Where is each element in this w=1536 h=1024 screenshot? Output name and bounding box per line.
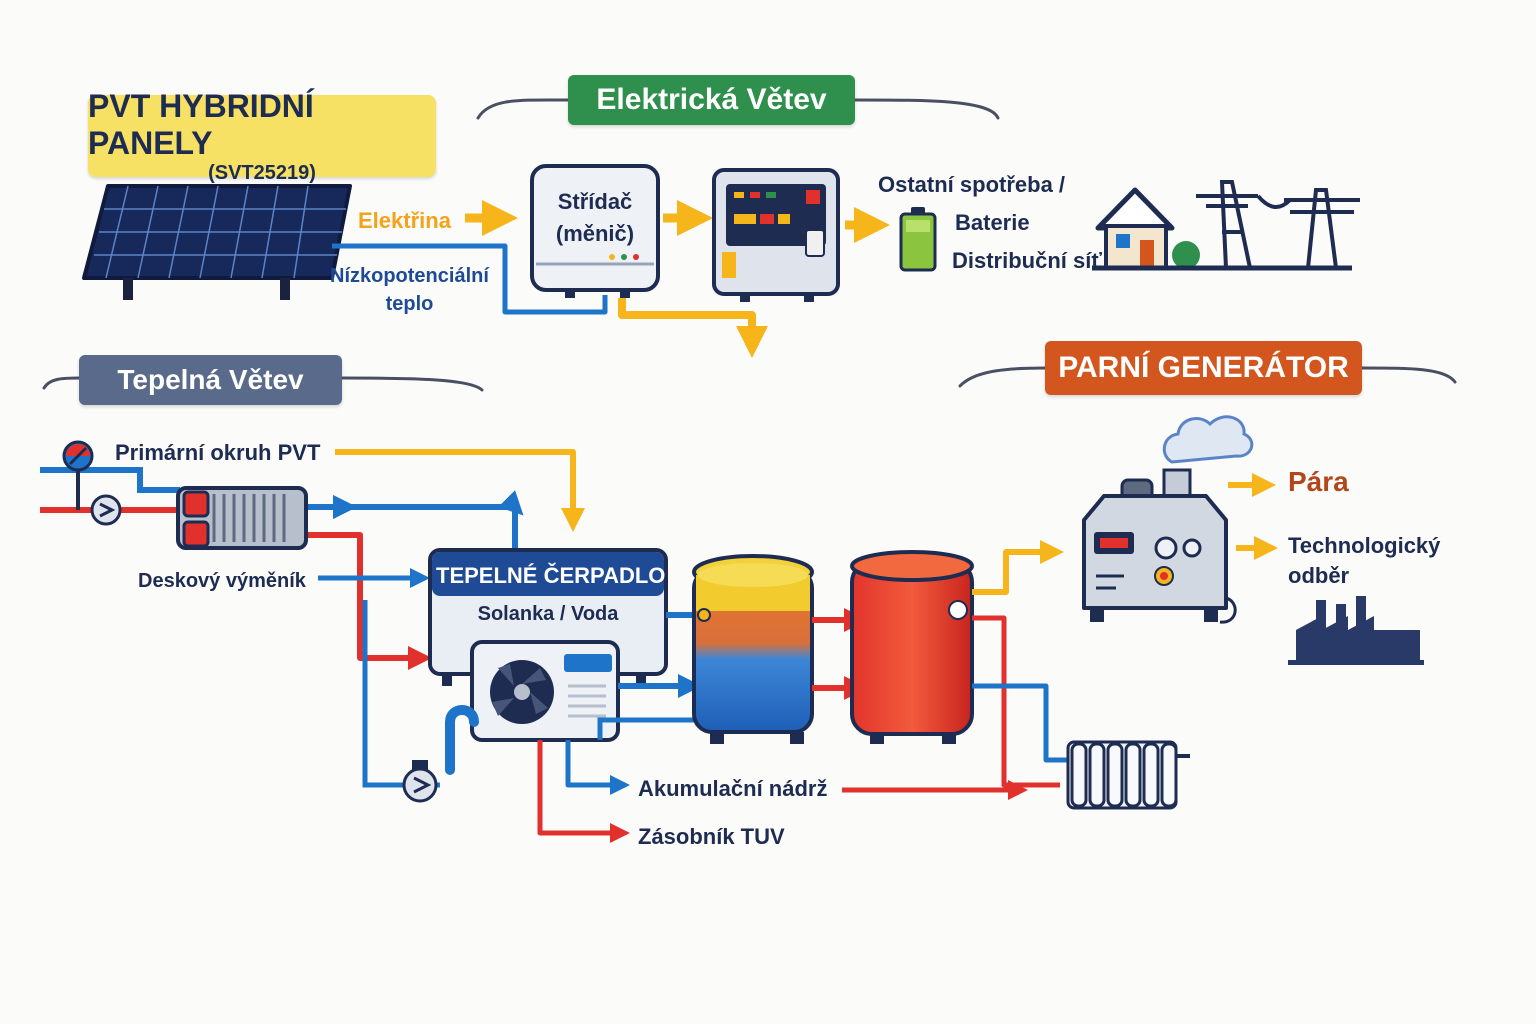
hp-blue-down (565, 740, 630, 795)
pvt-title: PVT HYBRIDNÍ PANELY (88, 87, 314, 161)
electricity-label: Elektřina (358, 208, 451, 233)
radiator-icon (1066, 740, 1190, 810)
inverter-label-1: Střídač (557, 189, 633, 214)
steam-branch-curve (958, 366, 1457, 388)
accumulation-tank-label: Akumulační nádrž (638, 776, 828, 801)
low-temp-heat-label: Nízkopotenciální teplo (330, 262, 489, 318)
hp-blue-bypass (597, 717, 700, 740)
electric-branch-banner: Elektrická Větev (568, 75, 855, 125)
heat-pump-icon (428, 548, 668, 742)
pvt-panel-icon (82, 184, 352, 300)
pressure-valve-icon (62, 440, 94, 472)
dhw-tank-label: Zásobník TUV (638, 824, 785, 849)
return-pump-icon (402, 760, 438, 803)
battery-label: Baterie (955, 210, 1030, 235)
primary-circuit-label: Primární okruh PVT (115, 440, 321, 465)
steam-branch-banner: PARNÍ GENERÁTOR (1045, 341, 1362, 395)
storage-tank-icon (850, 550, 974, 744)
thermal-branch-title: Tepelná Větev (117, 364, 304, 395)
heat-pump-title: TEPELNÉ ČERPADLO (436, 563, 666, 588)
vertical-pipe-icon (445, 705, 479, 775)
process-label: Technologický odběr (1288, 531, 1440, 591)
inverter-label: Střídač (měnič) (537, 186, 653, 250)
tank-to-steam-arrow (972, 540, 1064, 595)
low-temp-heat-line-2: teplo (385, 293, 434, 315)
steam-label: Pára (1288, 466, 1349, 497)
accumulation-tank-icon (692, 554, 814, 744)
inverter-label-2: (měnič) (555, 221, 635, 246)
plate-exchanger-icon (176, 486, 308, 550)
process-label-1: Technologický (1288, 533, 1441, 558)
factory-icon (1288, 596, 1424, 665)
primary-circuit-arrow (335, 449, 585, 532)
heat-pump-subtitle: Solanka / Voda (477, 603, 619, 625)
power-tower-icon (1092, 180, 1360, 271)
pvt-title-box: PVT HYBRIDNÍ PANELY (SVT25219) (88, 88, 436, 184)
pvt-code: (SVT25219) (208, 161, 316, 184)
steam-generator-icon (1082, 415, 1254, 624)
thermal-branch-curve (42, 376, 484, 392)
control-panel-icon (712, 168, 840, 302)
tank-to-radiator-blue (972, 683, 1070, 763)
grid-label: Distribuční síť (952, 248, 1102, 273)
hp-red-down (537, 740, 630, 843)
battery-icon (899, 207, 937, 272)
inverter-icon (530, 164, 660, 298)
thermal-branch-banner: Tepelná Větev (79, 355, 342, 405)
primary-blue-line (40, 467, 180, 493)
tank-to-radiator-red (972, 615, 1060, 788)
circulation-pump-icon (90, 494, 122, 526)
exchanger-red-out (305, 532, 432, 670)
consumption-label: Ostatní spotřeba / (878, 172, 1066, 197)
low-temp-heat-line (332, 243, 608, 315)
steam-branch-title: PARNÍ GENERÁTOR (1058, 351, 1349, 384)
electric-branch-curve (476, 98, 1000, 120)
electric-down-arrow (618, 298, 768, 358)
electric-branch-title: Elektrická Větev (596, 83, 827, 116)
process-label-2: odběr (1288, 563, 1350, 588)
low-temp-heat-line-1: Nízkopotenciální (330, 265, 489, 287)
plate-exchanger-label: Deskový výměník (138, 570, 306, 592)
house-icon (1095, 187, 1200, 270)
